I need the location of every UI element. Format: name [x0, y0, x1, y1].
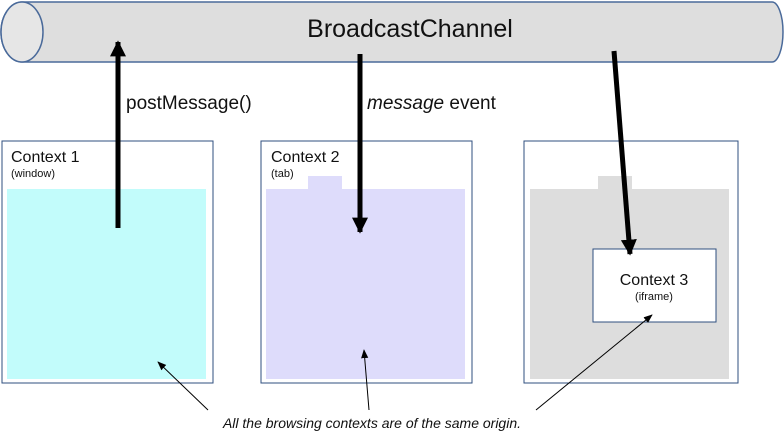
context-3-title: Context 3 [620, 272, 689, 289]
pipe-left-cap [0, 1, 44, 63]
context-2-title: Context 2 [271, 149, 340, 166]
context-2-subtitle: (tab) [271, 168, 294, 180]
same-origin-footnote: All the browsing contexts are of the sam… [222, 415, 521, 431]
message-event-label: message event [367, 93, 497, 114]
context-1-title: Context 1 [11, 149, 80, 166]
context-2-content [266, 189, 465, 379]
message-event-label-suffix: event [444, 93, 496, 114]
context-3-frame [592, 248, 717, 323]
context-3-host-page: Context 3 (iframe) [523, 140, 739, 384]
message-event-label-emphasis: message [367, 93, 444, 114]
footnote-pointer-context-2 [361, 349, 370, 411]
footnote-pointer-context-1 [157, 361, 209, 411]
broadcast-channel-pipe: BroadcastChannel [0, 1, 784, 63]
channel-title: BroadcastChannel [307, 15, 513, 43]
iframe-message-arrow [611, 50, 637, 256]
context-1-window: Context 1 (window) [1, 140, 214, 384]
context-1-content [7, 189, 206, 379]
context-1-subtitle: (window) [11, 168, 55, 180]
context-2-tab-nub [308, 176, 342, 190]
footnote-pointer-context-3 [535, 314, 653, 411]
context-3-iframe: Context 3 (iframe) [592, 248, 717, 323]
post-message-label: postMessage() [126, 93, 252, 114]
context-2-tab: Context 2 (tab) [260, 140, 473, 384]
context-3-subtitle: (iframe) [635, 291, 673, 303]
